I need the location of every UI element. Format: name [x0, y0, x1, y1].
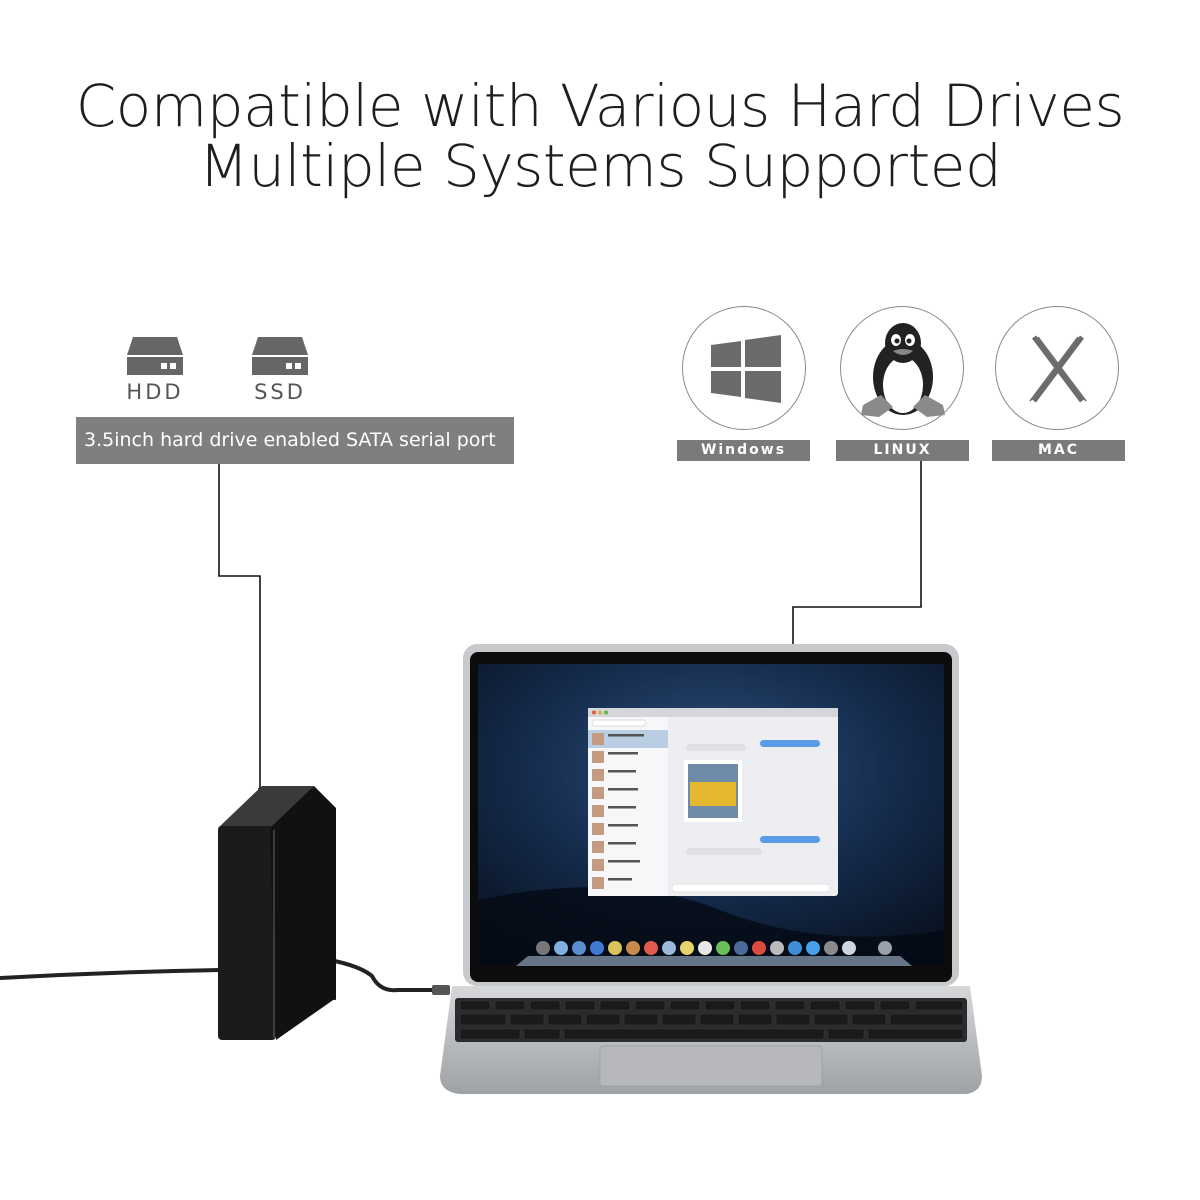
mac-circle	[995, 306, 1119, 430]
dock	[516, 941, 912, 966]
windows-circle	[682, 306, 806, 430]
enclosure-connector-line	[218, 464, 261, 800]
sata-banner: 3.5inch hard drive enabled SATA serial p…	[76, 417, 514, 464]
ssd-label: SSD	[254, 380, 306, 404]
messages-window	[588, 708, 838, 896]
usb-cable-right	[329, 958, 440, 993]
hard-drive-icon	[127, 337, 183, 375]
mac-x-icon	[1029, 335, 1087, 403]
solid-state-drive-icon	[252, 337, 308, 375]
linux-penguin-icon	[861, 323, 945, 417]
mac-label: MAC	[992, 440, 1125, 461]
trackpad	[599, 1045, 823, 1087]
usb-c-plug	[432, 985, 450, 995]
hdd-label: HDD	[126, 380, 184, 404]
drive-enclosure	[218, 786, 336, 1040]
usb-cable-left	[0, 968, 221, 980]
headline-line-1: Compatible with Various Hard Drives	[75, 72, 1125, 140]
linux-circle	[840, 306, 964, 430]
linux-label: LINUX	[836, 440, 969, 461]
windows-logo-icon	[711, 335, 781, 403]
laptop	[440, 644, 982, 1094]
windows-label: Windows	[677, 440, 810, 461]
headline-line-2: Multiple Systems Supported	[198, 132, 1002, 200]
